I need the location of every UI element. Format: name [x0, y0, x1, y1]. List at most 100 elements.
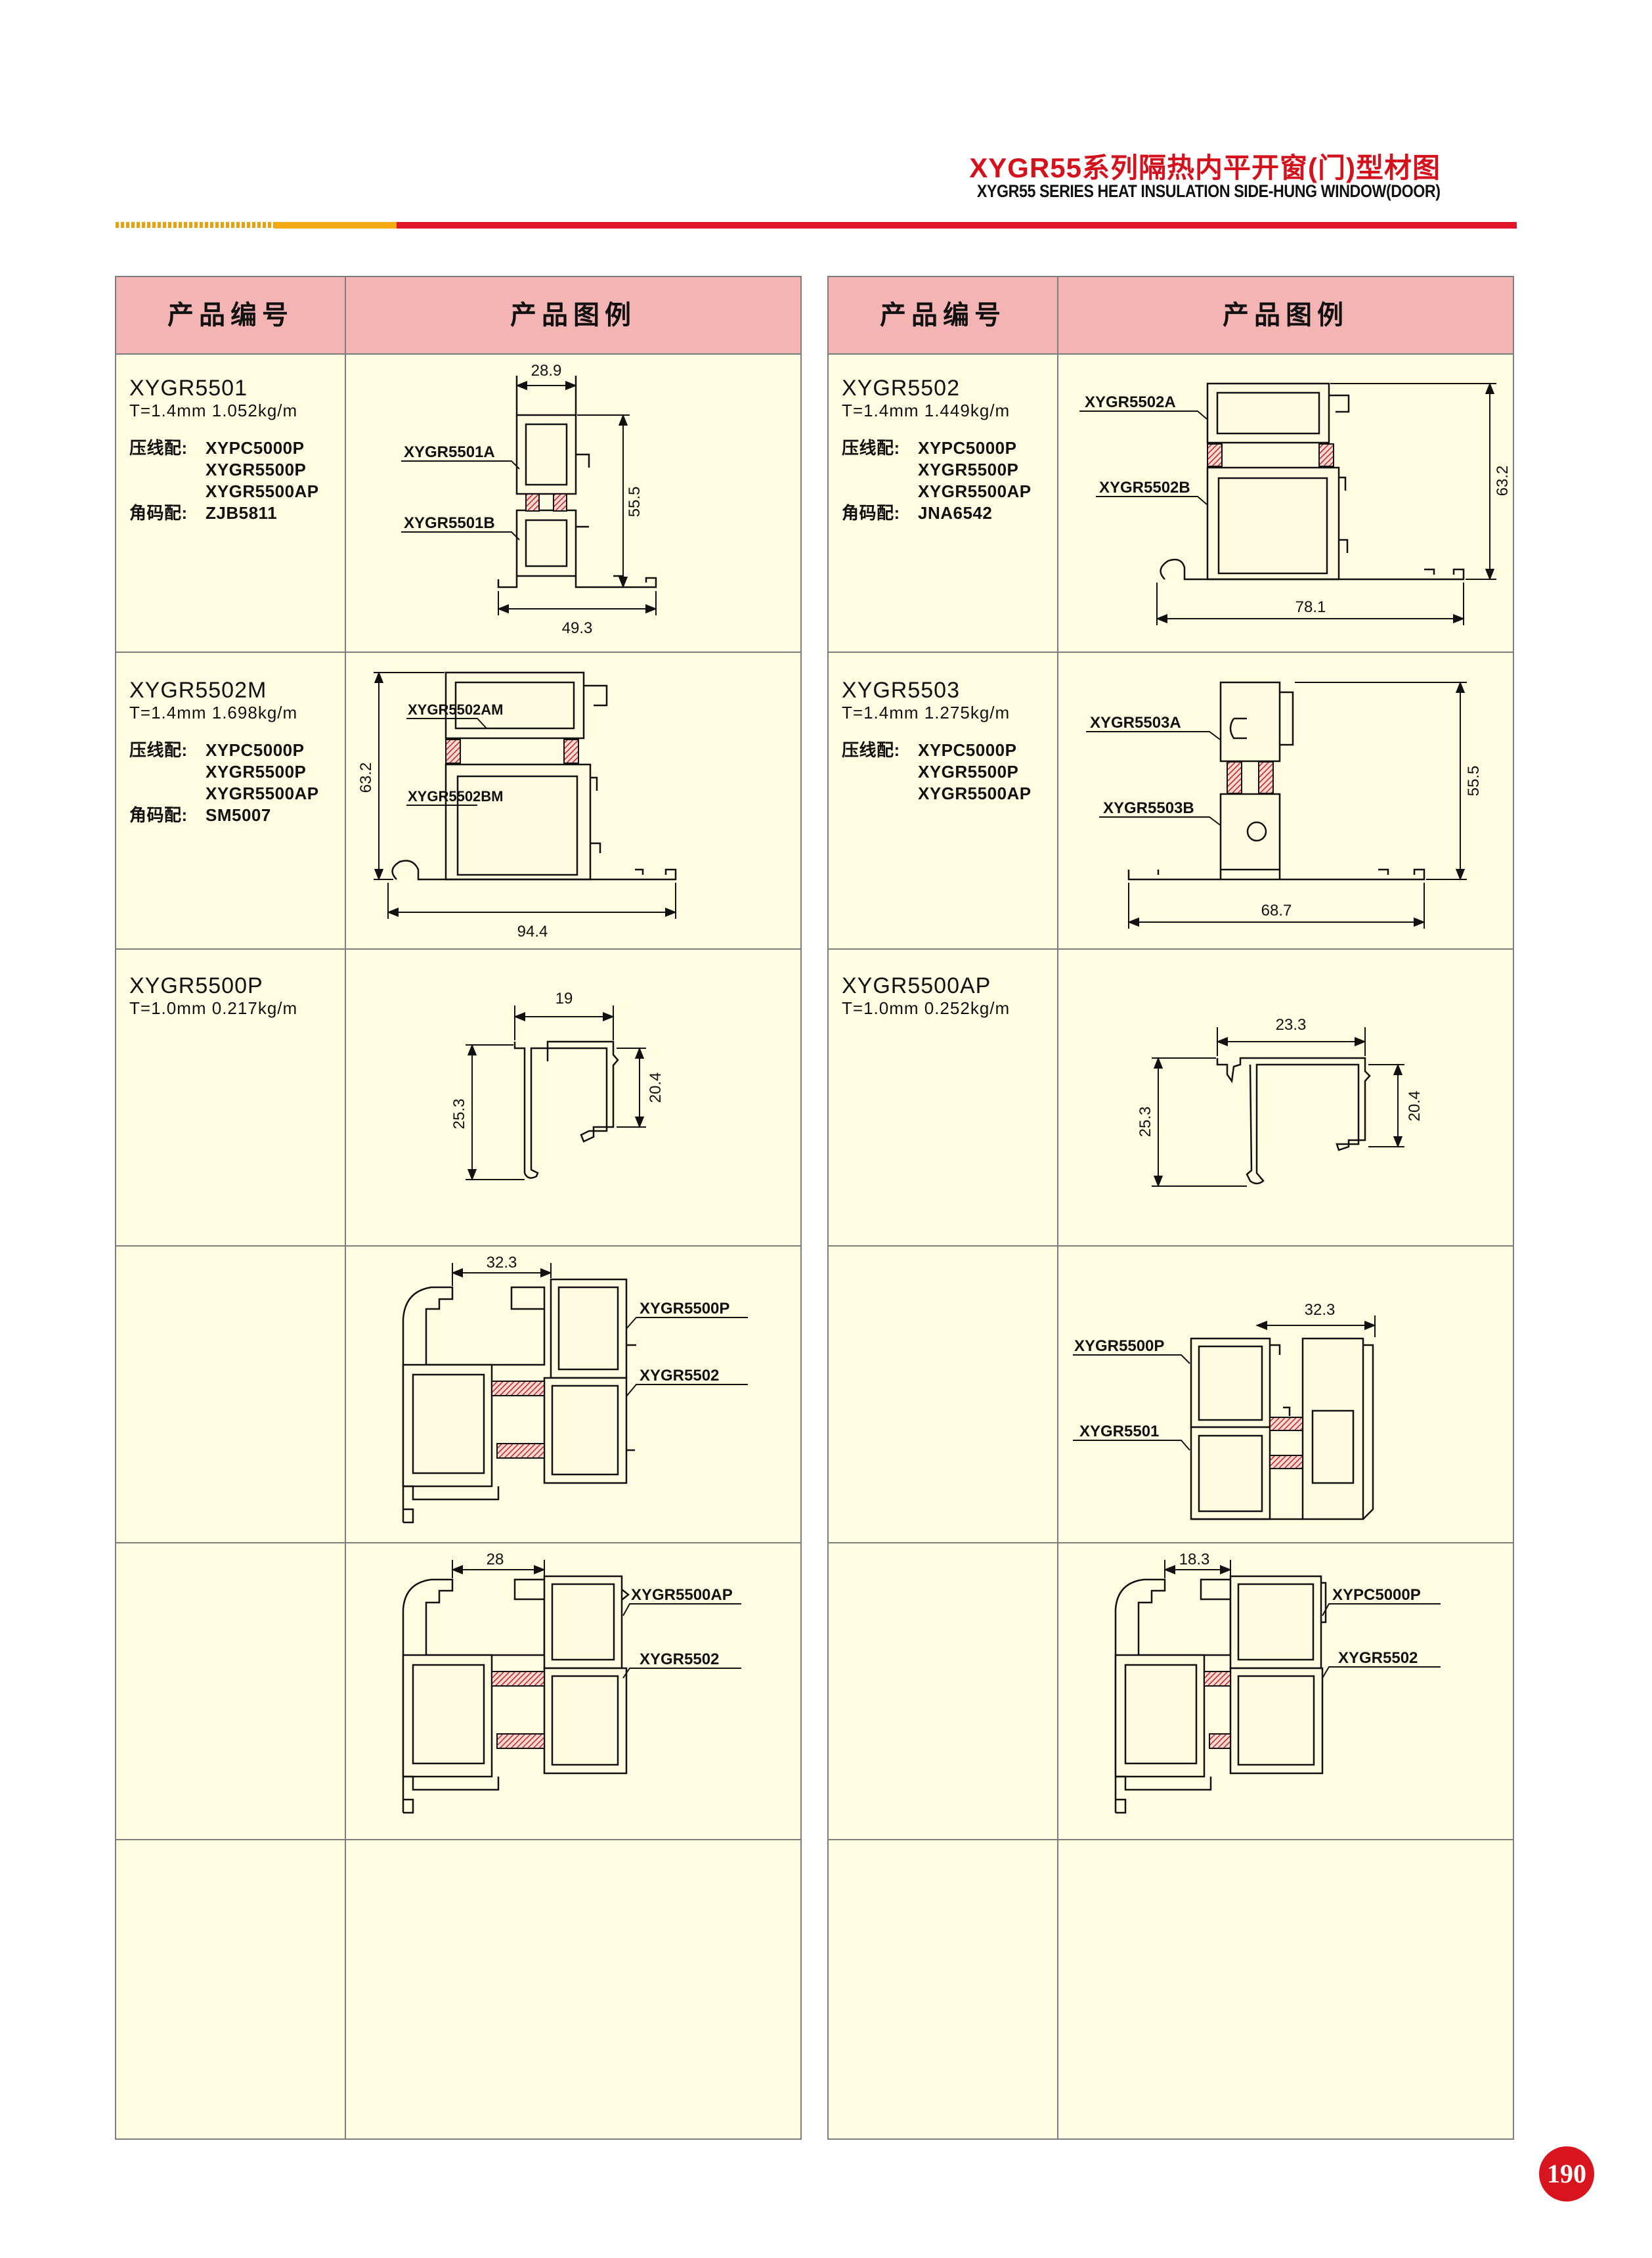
header-product-code: 产品编号: [167, 301, 293, 330]
dimension-label: 18.3: [1179, 1551, 1210, 1568]
part-label: XYGR5500AP: [631, 1586, 733, 1604]
part-label: XYPC5000P: [1332, 1586, 1421, 1604]
product-info-xygr5500ap: XYGR5500AP T=1.0mm 0.252kg/m: [842, 973, 1052, 1018]
product-spec: T=1.0mm 0.217kg/m: [129, 998, 298, 1018]
product-code: XYGR5501: [129, 376, 248, 401]
accessory-list: 压线配:XYPC5000P XYGR5500P XYGR5500AP 角码配:S…: [129, 740, 339, 826]
dimension-label: 32.3: [487, 1254, 517, 1272]
part-label: XYGR5503A: [1090, 714, 1181, 732]
dimension-label: 55.5: [1465, 766, 1483, 797]
part-label: XYGR5501: [1079, 1423, 1159, 1440]
dimension-label: 20.4: [1406, 1091, 1424, 1122]
dimension-label: 25.3: [1137, 1107, 1154, 1138]
corner-item: JNA6542: [918, 503, 993, 523]
product-code: XYGR5500P: [129, 973, 263, 998]
accessory-list: 压线配: XYPC5000P XYGR5500P XYGR5500AP 角码配: J…: [842, 437, 1052, 524]
assembly-drawing-5500p-5502: 32.3 XYGR5500P XYGR5502: [347, 1247, 800, 1542]
profile-drawing-xygr5502: 63.2 78.1 XYGR5502A XYGR5502B: [1060, 356, 1513, 652]
press-item: XYPC5000P: [206, 740, 305, 760]
part-label: XYGR5501A: [404, 443, 495, 461]
part-label: XYGR5502BM: [408, 788, 504, 805]
accessory-list: 压线配:XYPC5000P XYGR5500P XYGR5500AP 角码配:Z…: [129, 437, 339, 524]
profile-drawing-xygr5503: 55.5 68.7 XYGR5503A XYGR5503B: [1060, 653, 1513, 948]
press-item: XYGR5500AP: [918, 481, 1032, 501]
row-divider: [829, 1245, 1513, 1247]
part-label: XYGR5503B: [1103, 799, 1194, 817]
press-item: XYPC5000P: [918, 438, 1017, 458]
row-divider: [116, 1245, 800, 1247]
part-label: XYGR5502A: [1085, 393, 1176, 411]
assembly-drawing-xypc5000p-5502: 18.3 XYPC5000P XYGR5502: [1060, 1543, 1513, 1839]
accessory-list: 压线配:XYPC5000P XYGR5500P XYGR5500AP: [842, 740, 1052, 805]
dimension-label: 20.4: [647, 1073, 664, 1103]
dimension-label: 28: [487, 1551, 504, 1568]
product-info-xygr5503: XYGR5503 T=1.4mm 1.275kg/m 压线配:XYPC5000P…: [842, 678, 1052, 805]
dimension-label: 63.2: [1494, 466, 1511, 497]
header-rule-yellow: [274, 222, 397, 229]
header-product-figure: 产品图例: [510, 301, 636, 330]
part-label: XYGR5502: [1338, 1649, 1418, 1667]
press-item: XYGR5500P: [918, 460, 1019, 479]
assembly-drawing-5500ap-5502: 28 XYGR5500AP XYGR5502: [347, 1543, 800, 1839]
press-item: XYGR5500P: [206, 762, 307, 782]
column-divider: [345, 277, 346, 2138]
product-code: XYGR5502: [842, 376, 960, 401]
press-item: XYGR5500P: [206, 460, 307, 479]
page-number: 190: [1539, 2146, 1594, 2202]
part-label: XYGR5502: [640, 1650, 719, 1668]
page-title: XYGR55系列隔热内平开窗(门)型材图: [969, 152, 1441, 183]
page-subtitle: XYGR55 SERIES HEAT INSULATION SIDE-HUNG …: [977, 181, 1441, 201]
table-header: 产品编号 产品图例: [116, 277, 800, 355]
row-divider: [829, 652, 1513, 653]
header-rule-red: [397, 222, 1517, 229]
part-label: XYGR5502B: [1099, 479, 1190, 497]
row-divider: [829, 1542, 1513, 1543]
dimension-label: 78.1: [1295, 598, 1326, 616]
corner-item: SM5007: [206, 805, 271, 825]
corner-label: 角码配:: [129, 805, 188, 825]
profile-drawing-xygr5500p: 19 25.3 20.4: [347, 950, 800, 1245]
product-code: XYGR5502M: [129, 678, 267, 703]
profile-table-right: 产品编号 产品图例 XYGR5502 T=1.4mm 1.449kg/m 压线配…: [827, 276, 1514, 2140]
press-label: 压线配:: [842, 438, 900, 458]
header-rule-dotted: [116, 222, 274, 228]
profile-drawing-xygr5500ap: 23.3 25.3 20.4: [1060, 950, 1513, 1245]
row-divider: [829, 1839, 1513, 1840]
corner-label: 角码配:: [842, 503, 900, 523]
part-label: XYGR5500P: [640, 1300, 729, 1317]
product-info-xygr5501: XYGR5501 T=1.4mm 1.052kg/m 压线配: XYPC5000P…: [129, 376, 339, 524]
header-product-code: 产品编号: [880, 301, 1006, 330]
row-divider: [829, 948, 1513, 950]
row-divider: [116, 652, 800, 653]
part-label: XYGR5500P: [1074, 1337, 1164, 1355]
dimension-label: 19: [555, 990, 573, 1007]
header-product-figure: 产品图例: [1223, 301, 1349, 330]
dimension-label: 63.2: [357, 763, 375, 793]
product-info-xygr5502m: XYGR5502M T=1.4mm 1.698kg/m 压线配:XYPC5000…: [129, 678, 339, 826]
row-divider: [116, 948, 800, 950]
dimension-label: 25.3: [450, 1099, 468, 1130]
press-item: XYPC5000P: [206, 438, 305, 458]
dimension-label: 49.3: [562, 619, 593, 637]
product-spec: T=1.4mm 1.449kg/m: [842, 401, 1011, 420]
press-item: XYPC5000P: [918, 740, 1017, 760]
press-label: 压线配:: [842, 740, 900, 760]
profile-drawing-xygr5501: 28.9 55.5 49.3 XYGR5501A XYGR5501B: [347, 356, 800, 652]
part-label: XYGR5502AM: [408, 701, 504, 718]
product-code: XYGR5500AP: [842, 973, 991, 998]
assembly-drawing-5500p-5501: 32.3 XYGR5500P XYGR5501: [1060, 1247, 1513, 1542]
dimension-label: 68.7: [1261, 902, 1292, 919]
profile-table-left: 产品编号 产品图例 XYGR5501 T=1.4mm 1.052kg/m 压线配…: [115, 276, 802, 2140]
row-divider: [116, 1839, 800, 1840]
press-item: XYGR5500AP: [206, 481, 319, 501]
dimension-label: 32.3: [1305, 1301, 1336, 1319]
product-spec: T=1.4mm 1.052kg/m: [129, 401, 298, 420]
part-label: XYGR5501B: [404, 514, 495, 532]
dimension-label: 94.4: [517, 923, 548, 941]
product-code: XYGR5503: [842, 678, 960, 703]
dimension-label: 23.3: [1276, 1016, 1307, 1034]
press-label: 压线配:: [129, 438, 188, 458]
part-label: XYGR5502: [640, 1367, 719, 1384]
press-item: XYGR5500AP: [918, 784, 1032, 803]
column-divider: [1057, 277, 1058, 2138]
